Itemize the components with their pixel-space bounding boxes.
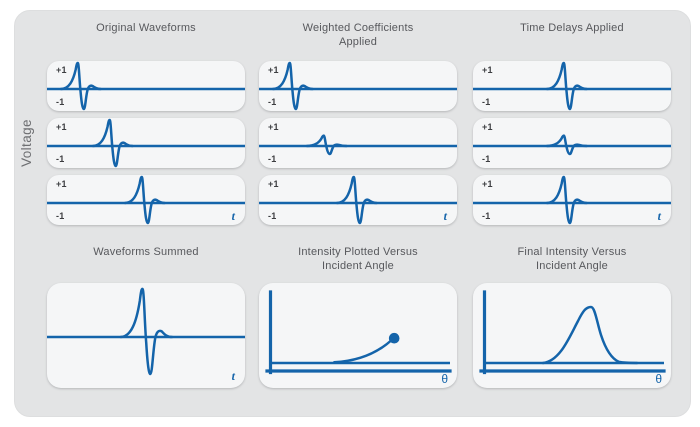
plus-one-label: +1 [482,122,493,132]
waveform-curve [271,61,314,111]
waveform-panel: +1 -1 [473,61,671,111]
waveform-plot [259,175,457,225]
minus-one-label: -1 [482,211,491,221]
column-title-line2: Applied [338,35,378,48]
waveform-plot [259,61,457,111]
summed-waveform-panel: t [47,283,245,388]
waveform-curve [545,134,588,156]
bottom-title-line1: Waveforms Summed [93,246,199,258]
waveform-curve [335,175,378,225]
bottom-panel-title: Intensity Plotted Versus Incident Angle [259,246,457,273]
waveform-curve [545,61,588,111]
time-axis-label: t [231,369,235,383]
time-axis-label: t [657,209,661,223]
column-title: Weighted Coefficients Applied [259,22,457,49]
waveform-curve [305,134,348,156]
intensity-partial-plot [265,290,452,375]
column-title: Time Delays Applied [473,22,671,36]
waveform-plot [47,118,245,168]
plus-one-label: +1 [56,179,67,189]
waveform-panel: +1 -1 [473,118,671,168]
intensity-final-panel: θ [473,283,671,388]
bottom-title-line2: Incident Angle [536,259,608,272]
column-title-line1: Weighted Coefficients [302,22,414,34]
waveform-plot [473,134,671,156]
column-time-delays: Time Delays Applied +1 -1 +1 -1 +1 -1 [473,0,671,427]
column-original-waveforms: Original Waveforms +1 -1 +1 -1 +1 -1 [47,0,245,427]
waveform-panel: +1 -1 [259,118,457,168]
minus-one-label: -1 [482,154,491,164]
waveform-curve [59,61,102,111]
column-title-line1: Time Delays Applied [520,22,624,34]
time-axis-label: t [443,209,447,223]
minus-one-label: -1 [268,154,277,164]
waveform-curve [91,118,134,168]
waveform-panel: +1 -1 t [473,175,671,225]
plus-one-label: +1 [268,65,279,75]
waveform-plot [259,134,457,156]
waveform-plot [47,61,245,111]
intensity-final-plot [479,290,666,375]
time-axis-label: t [231,209,235,223]
bottom-title-line1: Intensity Plotted Versus [298,246,418,258]
minus-one-label: -1 [268,97,277,107]
minus-one-label: -1 [482,97,491,107]
minus-one-label: -1 [56,211,65,221]
intensity-peak-curve [541,305,639,365]
plus-one-label: +1 [268,179,279,189]
bottom-title-line2: Incident Angle [322,259,394,272]
waveform-panel: +1 -1 [47,118,245,168]
waveform-curve [545,175,588,225]
waveform-panel: +1 -1 t [47,175,245,225]
plus-one-label: +1 [482,65,493,75]
minus-one-label: -1 [56,154,65,164]
bottom-panel-title: Final Intensity Versus Incident Angle [473,246,671,273]
intensity-dot [388,332,400,344]
plus-one-label: +1 [482,179,493,189]
summed-waveform-plot [47,287,245,376]
bottom-panel-title: Waveforms Summed [47,246,245,260]
minus-one-label: -1 [56,97,65,107]
waveform-plot [473,61,671,111]
waveform-plot [47,175,245,225]
column-weighted-coefficients: Weighted Coefficients Applied +1 -1 +1 -… [259,0,457,427]
waveform-panel: +1 -1 [47,61,245,111]
plus-one-label: +1 [56,65,67,75]
intensity-curve [332,338,393,364]
intensity-partial-panel: θ [259,283,457,388]
plus-one-label: +1 [56,122,67,132]
bottom-title-line1: Final Intensity Versus [517,246,627,258]
waveform-panel: +1 -1 [259,61,457,111]
voltage-axis-label: Voltage [19,119,34,167]
column-title-line1: Original Waveforms [96,22,196,34]
theta-axis-label: θ [655,372,662,386]
waveform-panel: +1 -1 t [259,175,457,225]
summed-waveform-curve [119,287,174,376]
minus-one-label: -1 [268,211,277,221]
waveform-plot [473,175,671,225]
waveform-curve [123,175,166,225]
theta-axis-label: θ [441,372,448,386]
column-title: Original Waveforms [47,22,245,36]
plus-one-label: +1 [268,122,279,132]
